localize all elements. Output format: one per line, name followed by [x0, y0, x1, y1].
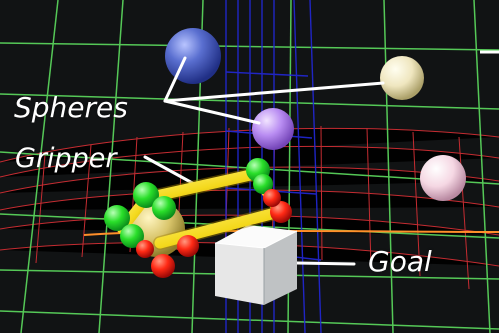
- cream-sphere: [380, 56, 424, 100]
- spheres-label: Spheres: [14, 91, 128, 124]
- gripper-label: Gripper: [15, 143, 117, 174]
- goal-box: [214, 225, 298, 305]
- gripper-model: [104, 158, 292, 278]
- spheres-group: [165, 28, 466, 201]
- annotation-lines: [143, 56, 385, 266]
- blue-sphere: [165, 28, 221, 84]
- pink-sphere: [420, 155, 466, 201]
- purple-sphere: [252, 108, 294, 150]
- goal-label: Goal: [368, 245, 432, 278]
